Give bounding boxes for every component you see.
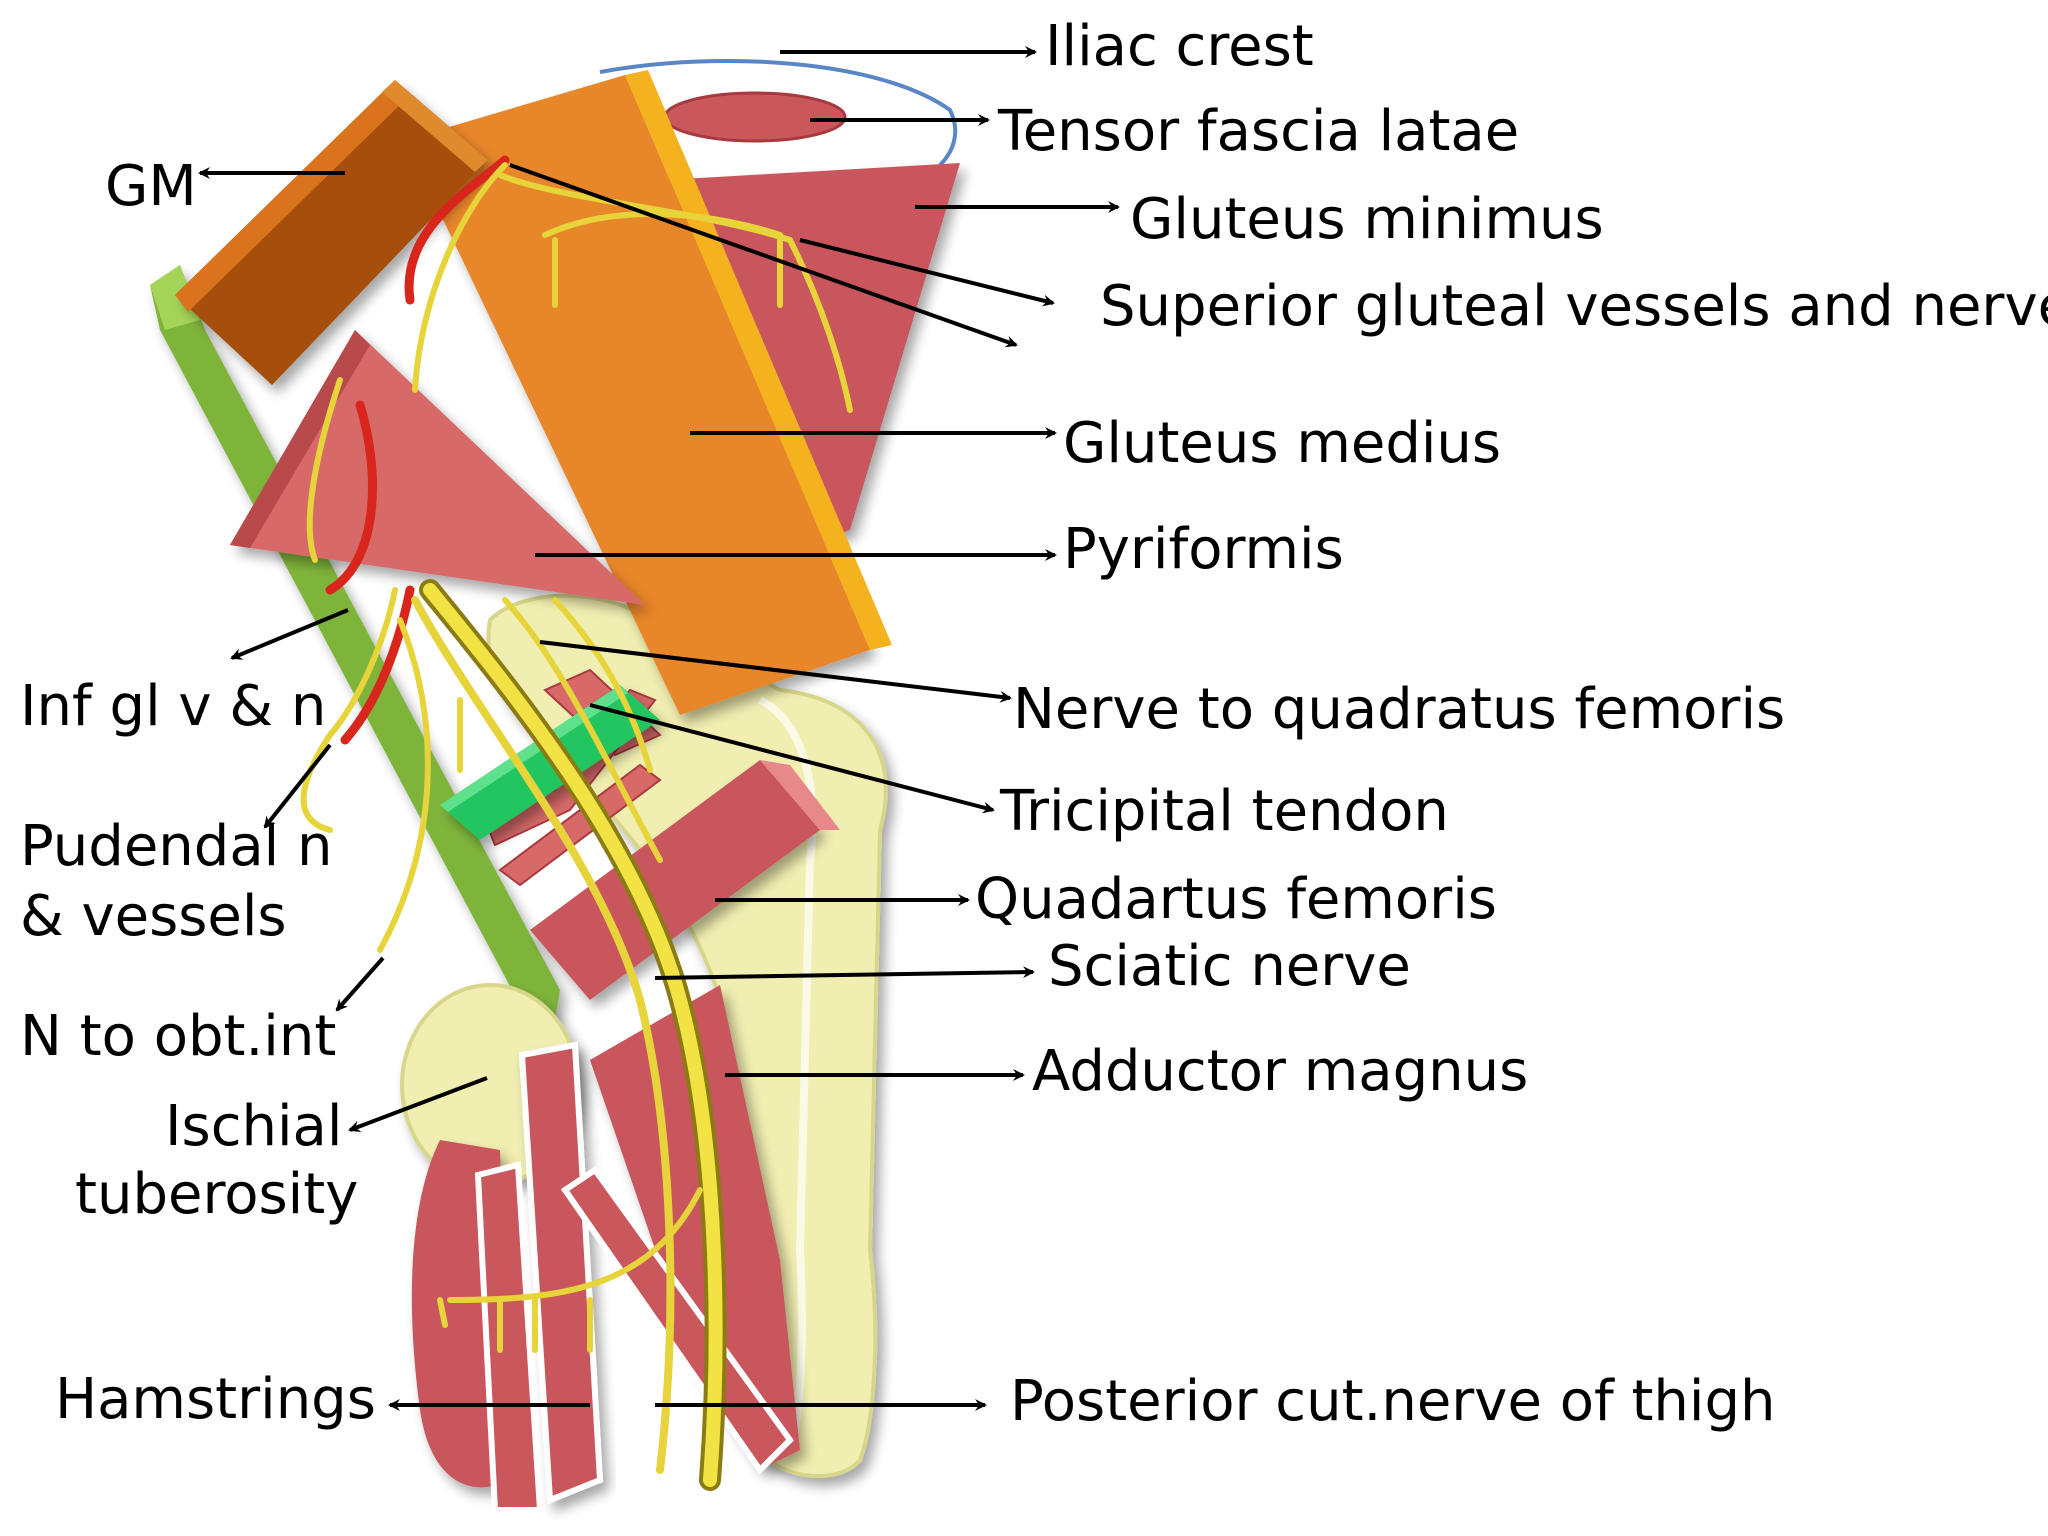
label-sciatic-nerve: Sciatic nerve	[1048, 934, 1411, 999]
arrow-n-to-obt-int	[335, 956, 385, 1012]
arrow-ischial	[348, 1076, 488, 1133]
tensor-fascia-latae-shape	[663, 91, 847, 143]
label-posterior-cut-nerve: Posterior cut.nerve of thigh	[1010, 1369, 1776, 1434]
nerves-and-vessels	[300, 155, 853, 1491]
arrow-sciatic-nerve	[654, 966, 1035, 980]
label-pudendal-line2: & vessels	[20, 884, 287, 949]
iliac-crest-curve	[599, 59, 958, 167]
label-hamstrings: Hamstrings	[55, 1367, 376, 1432]
anatomy-illustration	[150, 59, 960, 1513]
label-nerve-to-quadratus-femoris: Nerve to quadratus femoris	[1013, 677, 1785, 742]
label-tricipital-tendon: Tricipital tendon	[999, 779, 1449, 844]
label-pyriformis: Pyriformis	[1063, 517, 1344, 582]
label-pudendal-line1: Pudendal n	[20, 814, 332, 879]
label-tensor-fascia-latae: Tensor fascia latae	[997, 99, 1519, 164]
adductor-magnus-shape	[590, 985, 800, 1470]
label-adductor-magnus: Adductor magnus	[1032, 1039, 1528, 1104]
femur-highlight	[758, 696, 817, 1452]
label-gluteus-medius: Gluteus medius	[1063, 411, 1501, 476]
label-ischial-line2: tuberosity	[75, 1162, 358, 1227]
arrow-inf-gl	[230, 608, 349, 660]
hamstrings-shapes	[411, 1041, 794, 1513]
quadratus-femoris-shape	[530, 760, 840, 1000]
pyriformis-edge	[230, 330, 370, 548]
label-n-to-obt-int: N to obt.int	[20, 1004, 336, 1069]
arrow-tricipital-tendon	[589, 703, 995, 814]
labels: Iliac crest Tensor fascia latae Gluteus …	[20, 14, 2048, 1434]
arrow-pudendal	[263, 743, 332, 829]
leader-arrows	[198, 46, 1120, 1411]
label-iliac-crest: Iliac crest	[1045, 14, 1314, 79]
pelvis-shape	[150, 265, 560, 1020]
label-gluteus-minimus: Gluteus minimus	[1130, 187, 1604, 252]
label-quadartus-femoris: Quadartus femoris	[975, 867, 1497, 932]
label-inf-gl: Inf gl v & n	[20, 674, 326, 739]
arrow-superior-gluteal-1	[799, 238, 1055, 307]
label-superior-gluteal: Superior gluteal vessels and nerve	[1100, 274, 2048, 339]
arrow-superior-gluteal-2	[509, 163, 1018, 348]
arrow-nerve-to-quadratus-femoris	[539, 640, 1012, 703]
label-ischial-line1: Ischial	[165, 1094, 342, 1159]
gluteus-maximus-box	[175, 80, 488, 385]
pelvis-shape-edge	[150, 265, 200, 330]
label-gm: GM	[105, 154, 197, 219]
